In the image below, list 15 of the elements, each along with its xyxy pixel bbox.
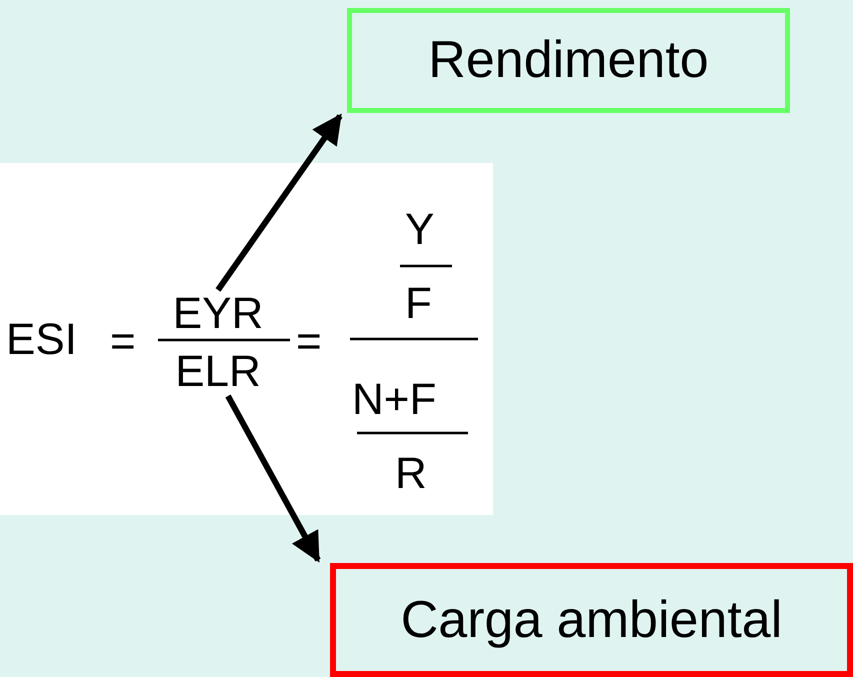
box-label: Carga ambiental: [400, 590, 782, 651]
formula-term: EYR: [158, 292, 278, 336]
label-box: [347, 8, 790, 113]
formula-term: R: [395, 452, 427, 496]
formula-term: Y: [405, 208, 434, 252]
formula-term: =: [110, 320, 136, 364]
arrow: [216, 114, 342, 292]
box-label: Rendimento: [428, 30, 709, 91]
formula-symbol: ESI: [6, 318, 77, 362]
arrow: [225, 394, 321, 563]
formula-term: F: [405, 282, 432, 326]
formula-term: ELR: [158, 350, 278, 394]
formula-term: =: [296, 320, 322, 364]
formula-term: N+F: [352, 378, 436, 422]
label-box: [330, 563, 853, 677]
